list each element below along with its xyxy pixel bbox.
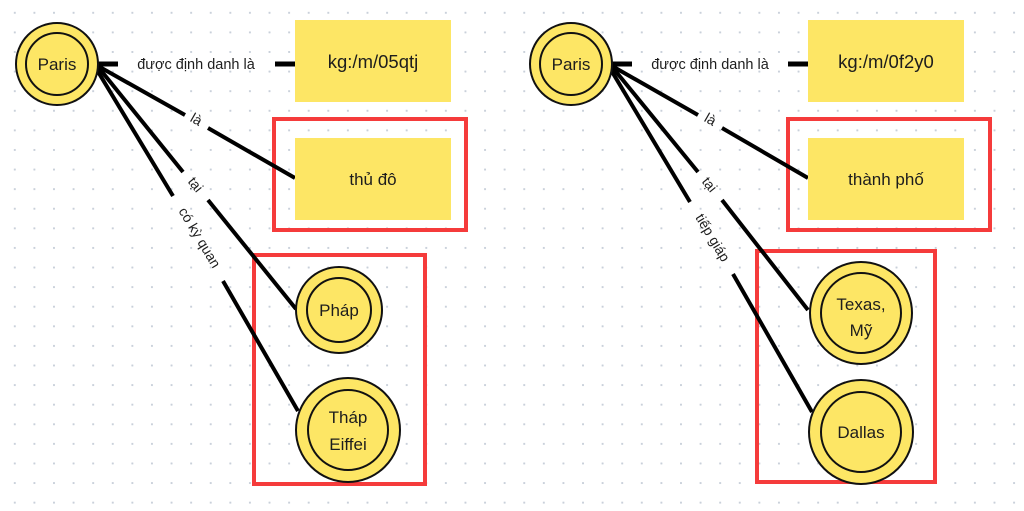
edge-label-type: là bbox=[702, 109, 720, 128]
edge-type-b bbox=[207, 126, 296, 180]
edge-label-extra: tiếp giáp bbox=[692, 211, 733, 265]
node-paris-label: Paris bbox=[38, 55, 77, 74]
edge-location-b bbox=[206, 198, 298, 311]
box-identifier[interactable]: kg:/m/05qtj bbox=[295, 20, 451, 102]
box-type-label: thủ đô bbox=[349, 170, 396, 189]
edge-type-a bbox=[97, 64, 186, 117]
node-extra[interactable]: Tháp Eiffei bbox=[295, 377, 401, 483]
edge-location-a bbox=[611, 66, 700, 174]
node-extra-label-line1: Tháp bbox=[329, 408, 368, 427]
node-location[interactable]: Texas, Mỹ bbox=[809, 261, 913, 365]
box-identifier[interactable]: kg:/m/0f2y0 bbox=[808, 20, 964, 102]
edge-location-a bbox=[97, 66, 185, 174]
highlight-frame-type bbox=[786, 117, 992, 232]
node-location-label: Pháp bbox=[319, 301, 359, 320]
node-paris[interactable]: Paris bbox=[529, 22, 613, 106]
node-location-label-line2: Mỹ bbox=[850, 321, 873, 340]
highlight-frame-type bbox=[272, 117, 468, 232]
node-paris-label: Paris bbox=[552, 55, 591, 74]
edge-type-b bbox=[720, 126, 810, 180]
box-type[interactable]: thành phố bbox=[808, 138, 964, 220]
box-type[interactable]: thủ đô bbox=[295, 138, 451, 220]
edge-location-b bbox=[720, 198, 810, 312]
edge-label-identifier: được định danh là bbox=[137, 57, 256, 73]
node-extra-label-line2: Eiffei bbox=[329, 435, 367, 454]
edge-label-identifier: được định danh là bbox=[651, 57, 770, 73]
edge-extra-b bbox=[731, 273, 814, 413]
edge-label-extra: có kỳ quan bbox=[176, 204, 225, 270]
edge-extra-a bbox=[95, 68, 175, 198]
edge-extra-a bbox=[609, 68, 692, 204]
edge-label-type: là bbox=[188, 109, 206, 128]
edge-label-location: tại bbox=[185, 174, 207, 196]
node-extra-label: Dallas bbox=[837, 423, 884, 442]
edge-label-location: tại bbox=[699, 174, 721, 196]
node-location-label-line1: Texas, bbox=[836, 295, 885, 314]
node-paris[interactable]: Paris bbox=[15, 22, 99, 106]
box-type-label: thành phố bbox=[848, 170, 924, 189]
edge-type-a bbox=[611, 64, 699, 117]
node-location[interactable]: Pháp bbox=[295, 266, 383, 354]
box-identifier-label: kg:/m/0f2y0 bbox=[838, 51, 934, 72]
diagram-right: được định danh là là tại tiếp giáp Paris… bbox=[529, 20, 992, 485]
node-extra[interactable]: Dallas bbox=[808, 379, 914, 485]
diagram-left: được định danh là là tại có kỳ quan Pari… bbox=[15, 20, 468, 486]
edge-extra-b bbox=[221, 280, 300, 412]
highlight-frame-nodes bbox=[252, 253, 427, 486]
box-identifier-label: kg:/m/05qtj bbox=[328, 51, 419, 72]
